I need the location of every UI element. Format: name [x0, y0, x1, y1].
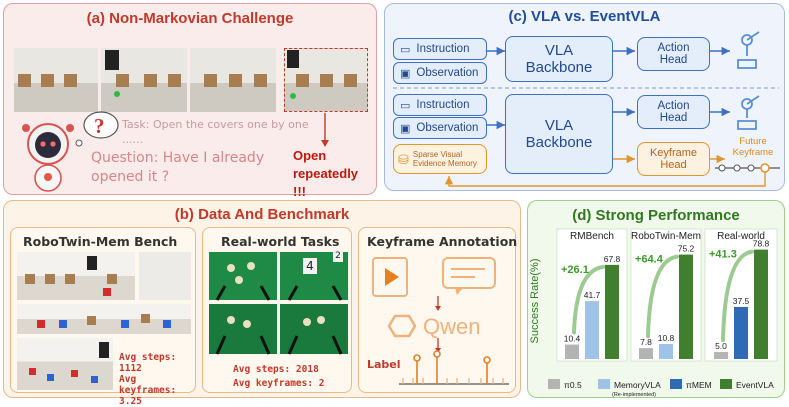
image-icon: ▣ [400, 67, 411, 80]
top-vla-backbone: VLA Backbone [505, 36, 613, 82]
bar-value-label: 5.0 [715, 341, 727, 351]
chat-icon-2: ▭ [400, 99, 411, 112]
bar-value-label: 41.7 [584, 290, 601, 300]
legend-swatch [720, 379, 732, 389]
robot-arm-icon-bottom [737, 95, 760, 130]
realworld-tag-4: 4 [303, 258, 317, 274]
bar-value-label: 10.8 [658, 333, 675, 343]
bar [679, 254, 693, 359]
keyframe-subpanel: Keyframe Annotation [358, 227, 518, 393]
realworld-subpanel: Real-world Tasks 4 2 Avg steps: 2018 Avg… [202, 227, 352, 393]
robot-arm-icon-top [737, 31, 760, 69]
realworld-objects [215, 262, 343, 355]
bar-value-label: 37.5 [733, 296, 750, 306]
frame-objects: ? [18, 50, 357, 192]
bar [734, 306, 748, 359]
chat-bubble-icon [442, 257, 496, 295]
top-observation-label: Observation [416, 67, 479, 79]
bottom-observation-label: Observation [416, 122, 479, 134]
bottom-instruction-label: Instruction [416, 99, 470, 111]
group-label: RoboTwin-Mem [631, 231, 701, 242]
legend-label: EventVLA [736, 380, 774, 390]
panel-d: (d) Strong Performance Success Rate(%) RM… [527, 200, 785, 398]
bar [659, 344, 673, 359]
bottom-observation-block: ▣ Observation [393, 117, 487, 139]
realworld-avg-steps: Avg steps: 2018 [233, 364, 319, 375]
bar-value-label: 10.4 [564, 334, 581, 344]
panel-c-arrows [393, 31, 780, 187]
legend-swatch [670, 379, 682, 389]
robotwin-avg-steps: Avg steps: 1112 [119, 352, 177, 374]
task-text: Task: Open the covers one by one ...... [122, 118, 309, 146]
gain-arrow [646, 254, 679, 339]
group-label: RMBench [570, 231, 614, 242]
robotwin-title: RoboTwin-Mem Bench [23, 234, 178, 249]
gain-arrow [572, 264, 605, 335]
svg-text:?: ? [94, 114, 105, 138]
realworld-tag-2: 2 [333, 250, 343, 262]
bar-value-label: 75.2 [678, 244, 695, 254]
label-text: Label [367, 358, 401, 371]
group-label: Real-world [717, 231, 765, 242]
top-instruction-label: Instruction [416, 43, 470, 55]
question-text: Question: Have I already opened it ? [91, 150, 265, 185]
y-axis-label: Success Rate(%) [529, 259, 541, 344]
bar [754, 249, 768, 359]
robotwin-avg-keyframes: Avg keyframes: 3.25 [119, 374, 177, 407]
bottom-action-head: Action Head [637, 95, 710, 129]
robotwin-objects [25, 256, 171, 383]
panel-a: (a) Non-Markovian Challenge [3, 3, 377, 199]
keyframe-head: Keyframe Head [637, 142, 710, 176]
panel-b-title: (b) Data And Benchmark [174, 206, 350, 223]
bar [714, 352, 728, 359]
robot-icon [22, 123, 74, 192]
panel-d-title: (d) Strong Performance [572, 207, 740, 224]
gain-arrow [721, 249, 754, 343]
keyframe-graphics [372, 257, 509, 385]
qwen-logo-icon [387, 314, 417, 338]
legend-swatch [548, 379, 560, 389]
panel-c: (c) VLA vs. EventVLA ▭ Instruction ▣ [384, 3, 785, 191]
keyframe-title: Keyframe Annotation [367, 234, 518, 249]
bar-value-label: 67.8 [604, 254, 621, 264]
image-icon-2: ▣ [400, 122, 411, 135]
chat-icon: ▭ [400, 43, 411, 56]
legend-label: MemoryVLA [614, 380, 661, 390]
bar [565, 344, 579, 359]
top-action-head: Action Head [637, 37, 710, 71]
future-keyframe-label: Future Keyframe [732, 136, 774, 158]
sparse-memory-block: ⛁ Sparse Visual Evidence Memory [393, 144, 487, 174]
bar [605, 264, 619, 359]
open-repeatedly-text: Open repeatedly !!! [293, 148, 359, 199]
bottom-instruction-block: ▭ Instruction [393, 94, 487, 116]
bar-value-label: 78.8 [753, 239, 770, 249]
sparse-memory-label: Sparse Visual Evidence Memory [412, 150, 477, 168]
qwen-wordmark: Qwen [423, 314, 481, 339]
panel-c-title: (c) VLA vs. EventVLA [508, 8, 661, 25]
legend-label: π0.5 [564, 380, 582, 390]
bar-value-label: 7.8 [640, 337, 652, 347]
database-icon: ⛁ [398, 151, 409, 167]
gain-label: +26.1 [561, 264, 589, 276]
bar [639, 348, 653, 359]
robotwin-scene-3 [17, 304, 191, 334]
gain-label: +64.4 [635, 254, 664, 266]
legend-note: (Re-implemented) [612, 392, 656, 398]
performance-chart: Success Rate(%) RMBench 10.4 41.7 67.8 +26.1 R… [529, 228, 778, 398]
top-observation-block: ▣ Observation [393, 62, 487, 84]
realworld-avg-keyframes: Avg keyframes: 2 [233, 378, 325, 389]
gain-label: +41.3 [709, 249, 737, 261]
robotwin-subpanel: RoboTwin-Mem Bench Avg steps: 1112 Avg k… [10, 227, 196, 407]
realworld-title: Real-world Tasks [221, 234, 340, 249]
legend-swatch [598, 379, 610, 389]
video-icon [372, 257, 408, 297]
panel-b: (b) Data And Benchmark RoboTwin-Mem Benc… [3, 200, 521, 407]
bar [585, 301, 599, 359]
robotwin-scene-2 [139, 252, 191, 300]
bottom-vla-backbone: VLA Backbone [505, 94, 613, 174]
top-instruction-block: ▭ Instruction [393, 38, 487, 60]
legend-label: πMEM [686, 380, 712, 390]
panel-a-title: (a) Non-Markovian Challenge [86, 10, 294, 27]
